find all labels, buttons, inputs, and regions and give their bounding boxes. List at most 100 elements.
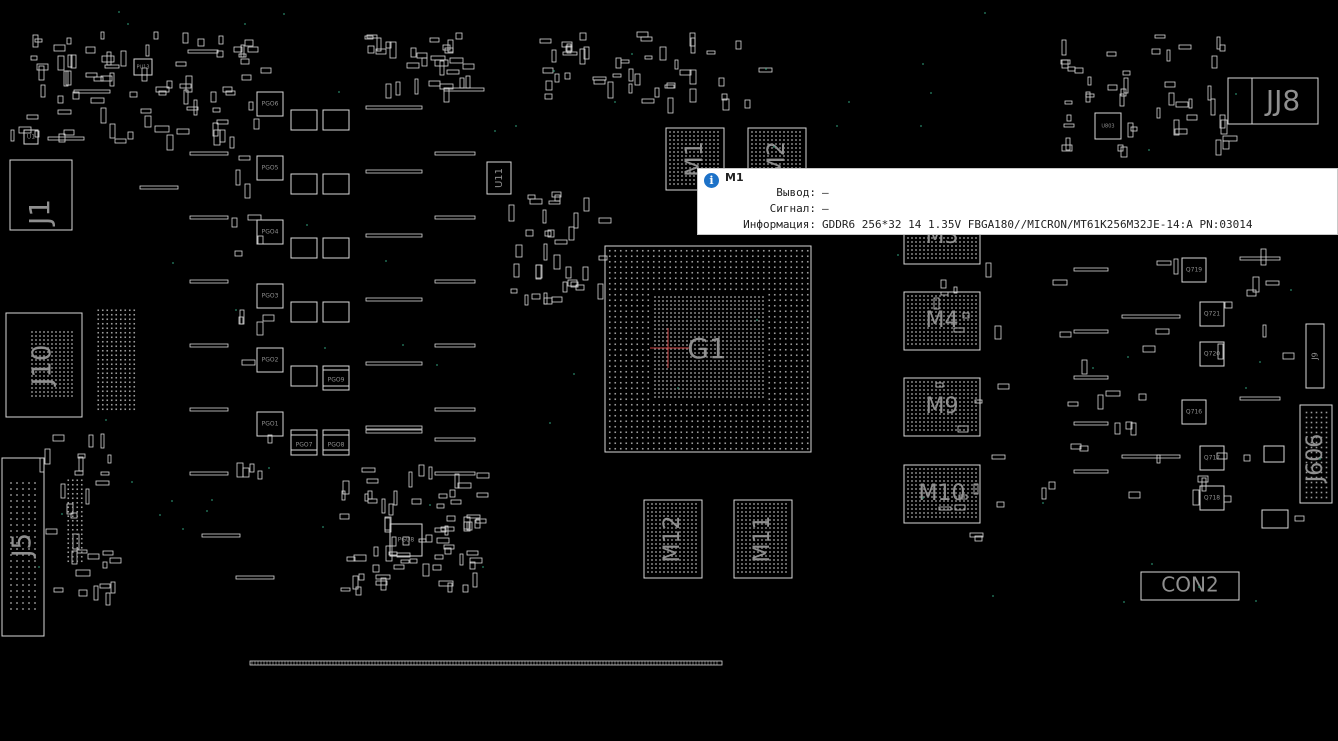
passive-component[interactable] [567, 279, 578, 287]
passive-component[interactable] [256, 321, 264, 336]
passive-component[interactable] [515, 244, 523, 258]
passive-component[interactable] [1224, 301, 1233, 309]
passive-component[interactable] [65, 70, 72, 86]
passive-component[interactable] [236, 462, 244, 478]
passive-component[interactable] [367, 498, 378, 504]
passive-component[interactable] [598, 255, 608, 261]
passive-component[interactable] [231, 217, 238, 228]
passive-component[interactable] [1211, 55, 1218, 69]
passive-component[interactable] [78, 589, 88, 597]
passive-component[interactable] [418, 464, 425, 477]
passive-component[interactable] [531, 293, 541, 300]
passive-component[interactable] [240, 58, 250, 65]
passive-component[interactable] [457, 482, 472, 489]
passive-component[interactable] [110, 581, 116, 594]
inductor[interactable] [1239, 256, 1281, 261]
inductor[interactable] [47, 136, 85, 141]
passive-component[interactable] [565, 45, 573, 52]
passive-component[interactable] [568, 226, 575, 241]
passive-component[interactable] [1061, 39, 1067, 56]
passive-component[interactable] [364, 35, 374, 40]
passive-component[interactable] [393, 564, 405, 570]
passive-component[interactable] [958, 494, 968, 500]
passive-component[interactable] [542, 209, 547, 224]
passive-component[interactable] [409, 558, 418, 564]
passive-component[interactable] [439, 60, 445, 76]
passive-component[interactable] [974, 535, 983, 542]
passive-component[interactable] [70, 54, 77, 69]
passive-component[interactable] [235, 169, 241, 186]
passive-component[interactable] [428, 466, 433, 480]
passive-component[interactable] [242, 467, 250, 478]
passive-component[interactable] [547, 229, 555, 238]
passive-component[interactable] [72, 533, 80, 550]
passive-component[interactable] [225, 90, 236, 96]
passive-component[interactable] [561, 41, 573, 48]
memory-m1[interactable] [665, 127, 725, 191]
passive-component[interactable] [444, 525, 449, 536]
inductor[interactable] [365, 425, 423, 430]
passive-component[interactable] [249, 463, 255, 473]
inductor[interactable] [189, 279, 229, 284]
passive-component[interactable] [212, 122, 219, 137]
passive-component[interactable] [466, 550, 479, 556]
passive-component[interactable] [175, 61, 187, 67]
passive-component[interactable] [996, 501, 1005, 508]
passive-component[interactable] [100, 433, 105, 449]
passive-component[interactable] [422, 563, 430, 577]
passive-component[interactable] [444, 547, 452, 555]
passive-component[interactable] [385, 41, 392, 49]
passive-component[interactable] [1154, 34, 1166, 39]
passive-component[interactable] [436, 537, 450, 544]
mosfet-Q719[interactable] [1181, 257, 1207, 283]
passive-component[interactable] [414, 78, 419, 95]
passive-component[interactable] [1106, 51, 1117, 57]
passive-component[interactable] [744, 99, 751, 109]
passive-component[interactable] [545, 80, 553, 91]
connector-j9[interactable] [1305, 323, 1325, 389]
passive-component[interactable] [1215, 139, 1222, 156]
passive-component[interactable] [1186, 114, 1198, 121]
passive-component[interactable] [564, 72, 571, 80]
passive-component[interactable] [615, 57, 622, 69]
inductor[interactable] [139, 185, 179, 190]
passive-component[interactable] [1067, 66, 1076, 72]
passive-component[interactable] [438, 493, 448, 499]
passive-component[interactable] [446, 515, 456, 522]
passive-component[interactable] [428, 80, 441, 87]
passive-component[interactable] [339, 513, 350, 520]
passive-component[interactable] [721, 93, 728, 101]
passive-component[interactable] [544, 230, 552, 237]
passive-component[interactable] [597, 283, 604, 300]
passive-component[interactable] [99, 583, 111, 589]
passive-component[interactable] [78, 456, 84, 472]
passive-component[interactable] [341, 490, 346, 501]
passive-component[interactable] [1243, 454, 1251, 462]
passive-component[interactable] [87, 553, 100, 560]
passive-component[interactable] [233, 46, 243, 53]
power-stage-3[interactable] [256, 219, 284, 245]
passive-component[interactable] [575, 284, 585, 291]
passive-component[interactable] [444, 47, 454, 54]
passive-component[interactable] [257, 470, 263, 480]
passive-component[interactable] [145, 44, 150, 57]
mosfet-Q718[interactable] [1199, 485, 1225, 511]
passive-component[interactable] [443, 87, 450, 103]
passive-component[interactable] [67, 54, 73, 68]
passive-component[interactable] [430, 55, 446, 61]
passive-component[interactable] [425, 534, 433, 543]
passive-component[interactable] [166, 134, 174, 151]
passive-component[interactable] [372, 564, 380, 573]
passive-component[interactable] [352, 575, 359, 590]
passive-component[interactable] [40, 84, 46, 98]
passive-component[interactable] [100, 31, 105, 40]
passive-component[interactable] [570, 281, 579, 288]
passive-component[interactable] [1120, 88, 1127, 97]
mosfet-right[interactable] [1261, 509, 1289, 529]
passive-component[interactable] [85, 488, 90, 505]
passive-component[interactable] [1219, 44, 1226, 52]
passive-component[interactable] [450, 499, 462, 505]
passive-component[interactable] [641, 98, 655, 104]
inductor[interactable] [434, 279, 476, 284]
power-mosfet[interactable] [290, 109, 318, 131]
